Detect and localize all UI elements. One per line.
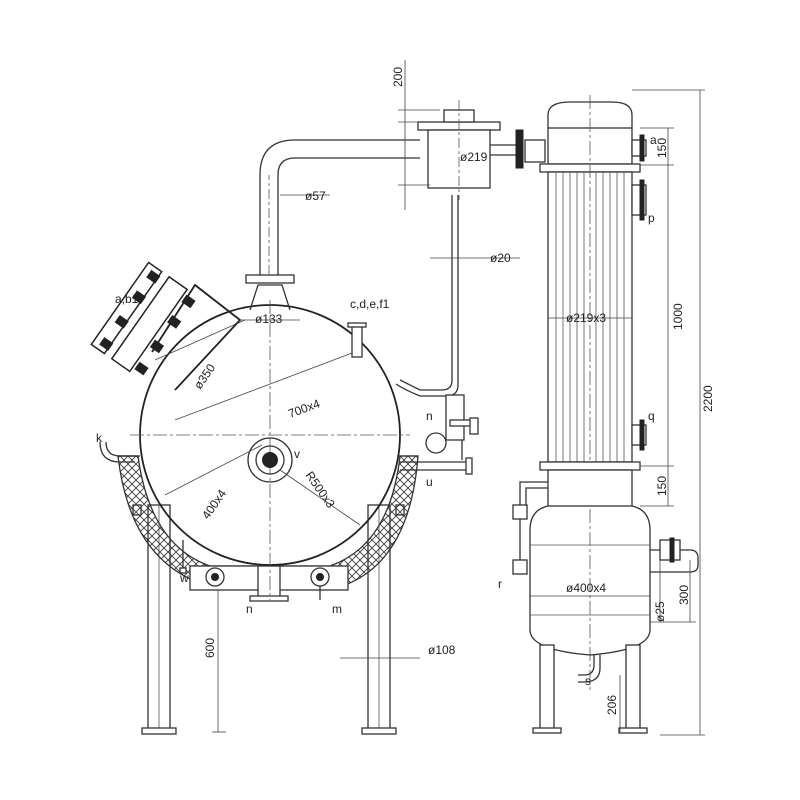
label-150-bot: 150 xyxy=(655,476,669,496)
nozzle-cdef1 xyxy=(351,324,363,358)
pipe-k xyxy=(99,441,135,463)
vapor-pipe xyxy=(259,139,420,275)
left-support-legs xyxy=(132,504,405,735)
label-r500: R500x3 xyxy=(303,469,338,511)
vapor-outlet-nozzle xyxy=(245,274,295,311)
label-400x4-left: 400x4 xyxy=(199,487,229,522)
nozzle-label-v: v xyxy=(294,447,300,461)
nozzle-label-s: s xyxy=(585,674,591,688)
label-d25: ø25 xyxy=(653,601,667,622)
nozzle-label-m: m xyxy=(332,602,342,616)
separator xyxy=(417,100,546,200)
label-d219: ø219 xyxy=(460,150,488,164)
nozzle-label-p: p xyxy=(648,211,655,225)
manhole xyxy=(90,261,242,391)
label-300: 300 xyxy=(677,585,691,605)
nozzle-label-a: a xyxy=(650,133,657,147)
label-d57: ø57 xyxy=(305,189,326,203)
label-206: 206 xyxy=(605,695,619,715)
return-pipe xyxy=(395,195,479,460)
label-1000: 1000 xyxy=(671,303,685,330)
label-150-top: 150 xyxy=(655,138,669,158)
condenser-column xyxy=(512,95,699,734)
label-d20: ø20 xyxy=(490,251,511,265)
nozzle-label-q: q xyxy=(648,409,655,423)
label-d219x3: ø219x3 xyxy=(566,311,606,325)
nozzle-label-r: r xyxy=(498,577,502,591)
nozzle-label-ab1: a,b1 xyxy=(115,292,139,306)
bottom-outlet-n xyxy=(257,565,281,599)
label-600: 600 xyxy=(203,638,217,658)
sight-glass xyxy=(247,437,293,483)
label-2200: 2200 xyxy=(701,385,715,412)
label-700x4: 700x4 xyxy=(286,396,322,420)
label-200: 200 xyxy=(391,67,405,87)
nozzle-label-w: w xyxy=(179,571,189,585)
label-d108: ø108 xyxy=(428,643,456,657)
nozzle-label-n-top: n xyxy=(426,409,433,423)
nozzle-label-cdef1: c,d,e,f1 xyxy=(350,297,390,311)
nozzle-label-u: u xyxy=(426,475,433,489)
nozzle-label-n-bot: n xyxy=(246,602,253,616)
dimension-lines xyxy=(212,60,705,736)
label-d133: ø133 xyxy=(255,312,283,326)
nozzle-label-k: k xyxy=(96,431,103,445)
heater-vessel xyxy=(90,261,473,735)
label-d400x4-right: ø400x4 xyxy=(566,581,606,595)
label-d350: ø350 xyxy=(191,361,218,392)
nozzle-n-side xyxy=(425,432,447,454)
